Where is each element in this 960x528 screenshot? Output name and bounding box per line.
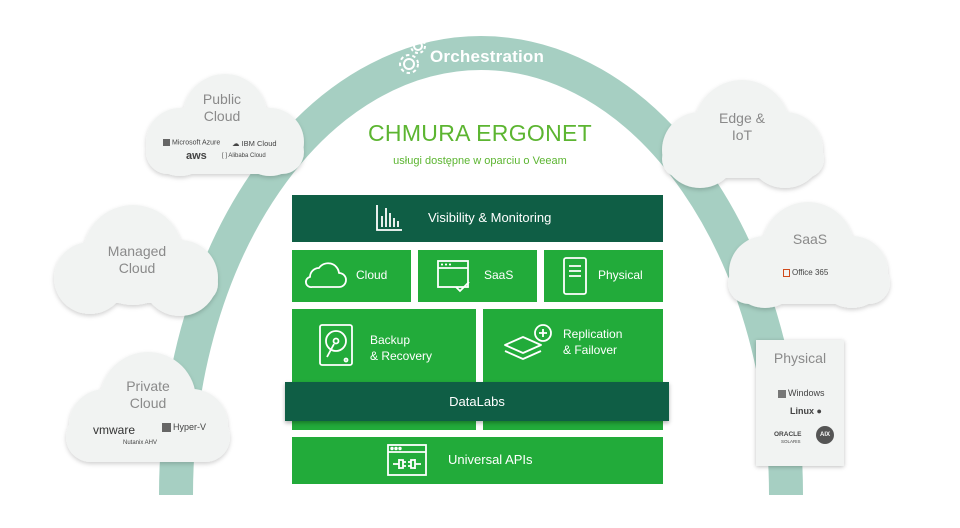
saas-cloud-label: SaaS xyxy=(792,231,828,247)
page-subtitle: usługi dostępne w oparciu o Veeam xyxy=(393,155,567,167)
physical-block: Physical xyxy=(544,250,663,302)
brand-alibaba-cloud: [ ] Alibaba Cloud xyxy=(222,153,266,159)
datalabs-block: DataLabs xyxy=(285,382,669,421)
public-cloud-label: Public Cloud xyxy=(202,91,242,124)
ibm-cloud-logo-icon: ☁ xyxy=(232,139,242,148)
server-icon xyxy=(563,257,587,295)
tux-icon: ● xyxy=(814,406,822,416)
private-cloud-label: Private Cloud xyxy=(126,378,170,411)
hard-disk-icon xyxy=(319,324,353,366)
visibility-monitoring-label: Visibility & Monitoring xyxy=(428,210,552,225)
cloud-outline-icon xyxy=(305,262,347,288)
datalabs-label: DataLabs xyxy=(449,394,505,409)
private-cloud-shape xyxy=(66,352,230,462)
cloud-block: Cloud xyxy=(292,250,411,302)
gears-icon xyxy=(399,38,426,74)
public-cloud-shape xyxy=(146,74,304,176)
brand-solaris: SOLARIS xyxy=(781,439,801,444)
brand-office-365: Office 365 xyxy=(783,268,828,277)
saas-block-label: SaaS xyxy=(484,268,514,282)
brand-vmware: vmware xyxy=(93,423,136,437)
brand-oracle: ORACLE xyxy=(774,431,802,438)
backup-recovery-label: Backup & Recovery xyxy=(370,333,433,363)
windows-logo-icon xyxy=(163,139,170,146)
brand-windows: Windows xyxy=(778,388,825,398)
physical-platforms-box: Physical Windows Linux ● ORACLE SOLARIS … xyxy=(756,340,844,466)
alibaba-logo-icon: [ ] xyxy=(222,153,229,159)
managed-cloud-label: Managed Cloud xyxy=(107,243,167,276)
visibility-monitoring-block: Visibility & Monitoring xyxy=(292,195,663,242)
bar-chart-icon xyxy=(376,205,402,231)
brand-hyper-v: Hyper-V xyxy=(162,422,206,433)
replication-failover-label: Replication & Failover xyxy=(563,327,623,357)
physical-box-label: Physical xyxy=(773,350,827,366)
physical-block-label: Physical xyxy=(598,268,643,282)
brand-microsoft-azure: Microsoft Azure xyxy=(163,139,220,146)
windows-logo-icon xyxy=(162,423,171,433)
universal-apis-label: Universal APIs xyxy=(448,452,533,467)
layers-plus-icon xyxy=(504,324,552,360)
cloud-block-label: Cloud xyxy=(356,268,388,282)
windows-logo-icon xyxy=(778,389,786,398)
brand-ibm-cloud: ☁ IBM Cloud xyxy=(232,139,277,148)
orchestration-title: Orchestration xyxy=(430,47,545,66)
saas-cloud-shape xyxy=(728,202,890,308)
page-title: CHMURA ERGONET xyxy=(368,120,592,146)
edge-cloud-shape xyxy=(662,80,824,188)
saas-block: SaaS xyxy=(418,250,537,302)
office-logo-icon xyxy=(783,268,790,277)
brand-linux: Linux ● xyxy=(790,406,822,416)
brand-aix: AIX xyxy=(816,426,834,444)
edge-iot-label: Edge & IoT xyxy=(719,110,765,143)
plug-window-icon xyxy=(387,444,427,476)
brand-nutanix-ahv: Nutanix AHV xyxy=(123,440,158,446)
managed-cloud-shape xyxy=(54,205,218,316)
browser-check-icon xyxy=(437,260,470,293)
brand-aws: aws xyxy=(186,150,207,162)
universal-apis-block: Universal APIs xyxy=(292,437,663,484)
